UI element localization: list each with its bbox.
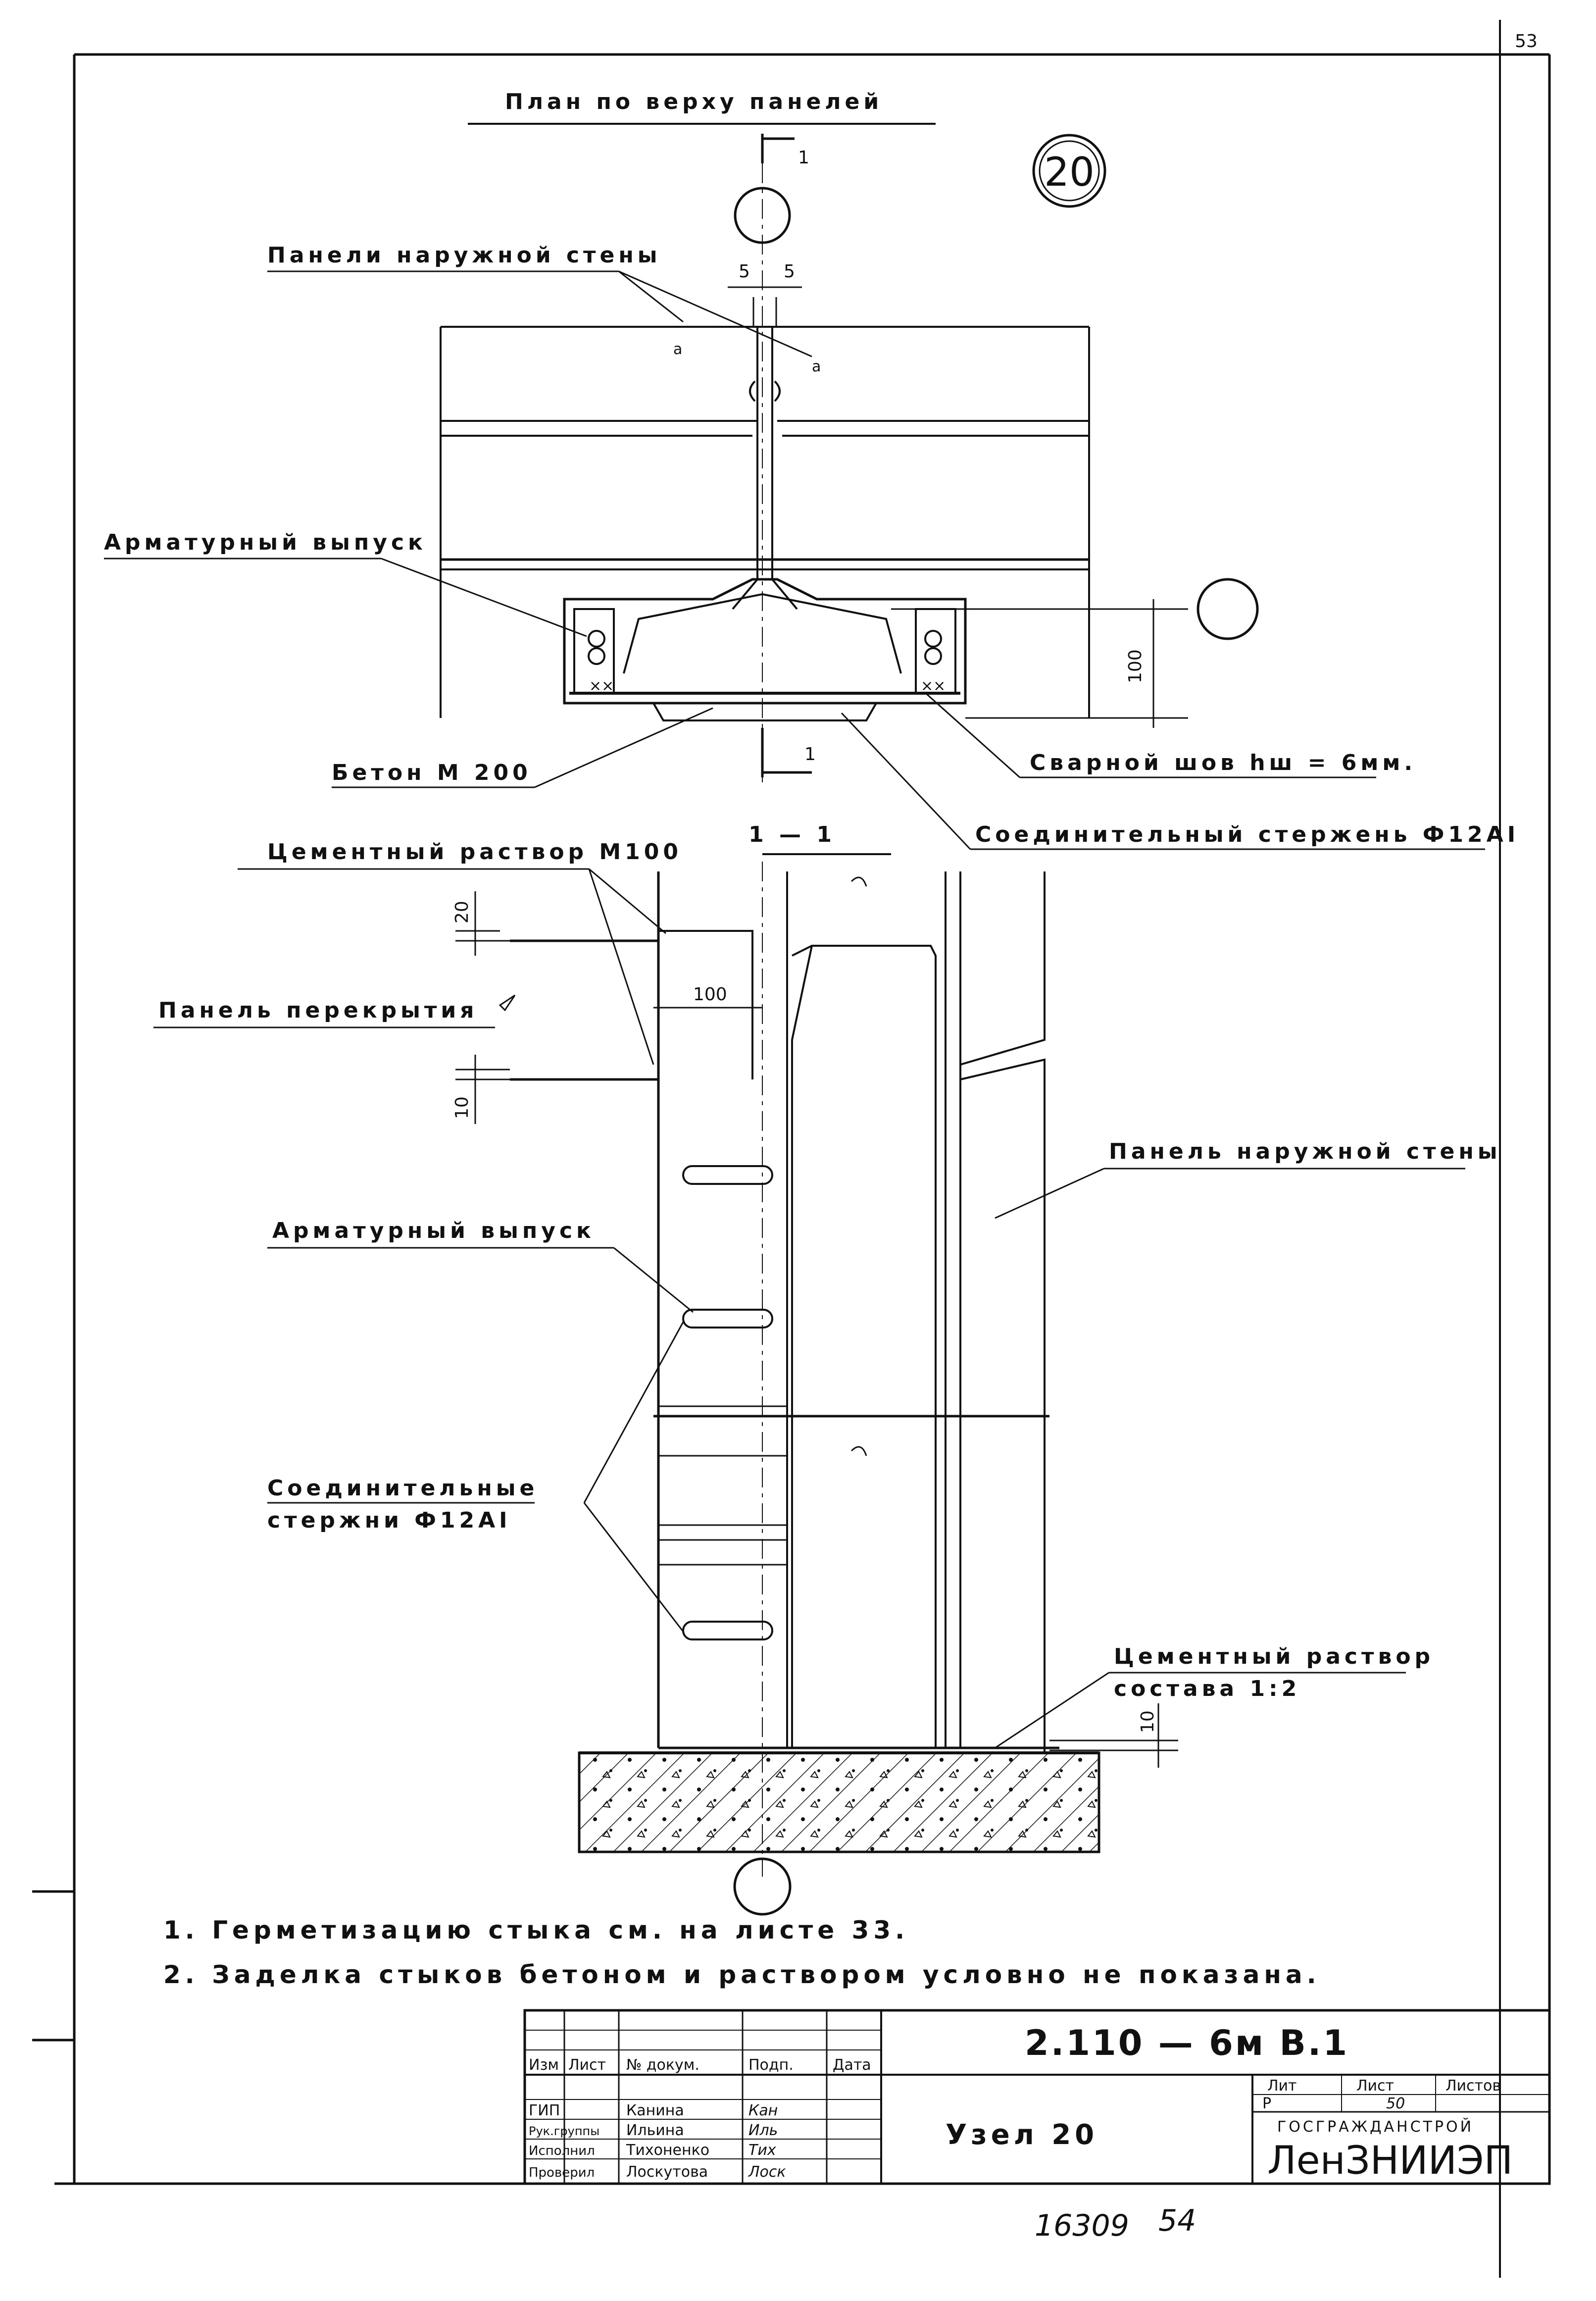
section-rods-label-1: Соединительные [267,1476,538,1501]
archive-sheet: 54 [1158,2203,1196,2238]
note-2: 2. Заделка стыков бетоном и раствором ус… [163,1960,1321,1989]
plan-rebar-label: Арматурный выпуск [104,530,427,555]
archive-number: 16309 [1035,2208,1129,2243]
tb-name-3: Лоскутова [626,2163,708,2181]
tb-sheets-header: Листов [1446,2077,1501,2095]
tb-sheet-header: Лист [1356,2077,1394,2095]
tb-sheet: 50 [1386,2095,1405,2112]
tb-col-sign: Подп. [748,2056,794,2074]
title-block: Изм Лист № докум. Подп. Дата ГИП Канина … [523,2009,1551,2185]
tb-role-2: Исполнил [529,2144,595,2158]
section-base-mortar-1: Цементный раствор [1114,1644,1434,1669]
tb-name-1: Ильина [626,2122,684,2139]
section-mortar-label: Цементный раствор М100 [267,839,682,865]
plan-weld-label: Сварной шов hш = 6мм. [1030,750,1416,775]
section-mark-bottom: 1 [804,744,816,765]
tb-col-date: Дата [833,2056,871,2074]
rebar-outlets [682,1165,773,1640]
outer-wall-panels [440,297,1090,718]
tb-role-1: Рук.группы [529,2124,599,2138]
plan-panels-label: Панели наружной стены [267,243,661,268]
tb-org: ЛенЗНИИЭП [1267,2139,1513,2183]
sheet-frame [32,20,1551,2278]
svg-text:××: ×× [589,677,614,695]
tb-sign-3: Лоск [748,2163,786,2181]
plan-depth-dim: 100 [1125,649,1146,683]
section-dim-bottom: 10 [452,1096,472,1119]
section-title: 1 — 1 [748,822,836,847]
joint-pocket: ×× ×× [563,578,967,721]
section-dim-top: 20 [452,901,472,923]
tb-doc-code: 2.110 — 6м В.1 [1025,2023,1349,2063]
tb-col-izm: Изм [529,2056,559,2074]
section-dim-base: 10 [1138,1710,1158,1733]
plan-view: План по верху панелей 20 1 5 5 [104,89,1519,850]
section-slab-label: Панель перекрытия [158,998,478,1023]
tb-col-doc: № докум. [626,2056,699,2074]
tb-stage: Р [1262,2095,1271,2112]
axis-bubble-bottom [733,1857,792,1916]
floor-slab [499,930,753,1081]
section-view: 1 — 1 [153,822,1501,1916]
section-outer-panel-label: Панель наружной стены [1109,1139,1501,1164]
outer-wall-panel-section [653,871,1059,1753]
svg-text:а: а [812,358,821,375]
tb-org-upper: ГОСГРАЖДАНСТРОЙ [1277,2118,1474,2136]
base-foundation [578,1751,1100,1853]
tb-name-2: Тихоненко [626,2142,709,2159]
tb-name-0: Канина [626,2102,684,2119]
tb-sign-0: Кан [748,2102,778,2119]
node-number: 20 [1044,149,1095,195]
plan-concrete-label: Бетон М 200 [332,760,532,785]
note-1: 1. Герметизацию стыка см. на листе 33. [163,1916,909,1944]
tb-sign-2: Тих [748,2142,776,2159]
tb-sign-1: Иль [748,2122,778,2139]
svg-text:××: ×× [921,677,946,695]
plan-gap-right: 5 [784,261,795,282]
tb-stage-header: Лит [1267,2077,1297,2095]
section-dim-width: 100 [693,984,727,1005]
node-number-circle [1032,134,1106,208]
tb-col-list: Лист [568,2056,606,2074]
tb-drawing-name: Узел 20 [946,2119,1098,2151]
tb-role-3: Проверил [529,2165,595,2180]
plan-title: План по верху панелей [505,89,883,114]
plan-rod-label: Соединительный стержень Ф12АI [975,822,1519,847]
section-rebar-label: Арматурный выпуск [272,1218,595,1243]
tb-role-0: ГИП [529,2102,560,2119]
axis-bubble-right [1197,578,1259,640]
svg-text:а: а [673,341,682,358]
section-mark-top: 1 [798,148,809,168]
section-rods-label-2: стержни Ф12АI [267,1508,511,1533]
section-base-mortar-2: состава 1:2 [1114,1676,1300,1701]
notes: 1. Герметизацию стыка см. на листе 33. 2… [163,1916,1321,1989]
plan-gap-left: 5 [739,261,750,282]
corner-number: 53 [1515,31,1538,51]
